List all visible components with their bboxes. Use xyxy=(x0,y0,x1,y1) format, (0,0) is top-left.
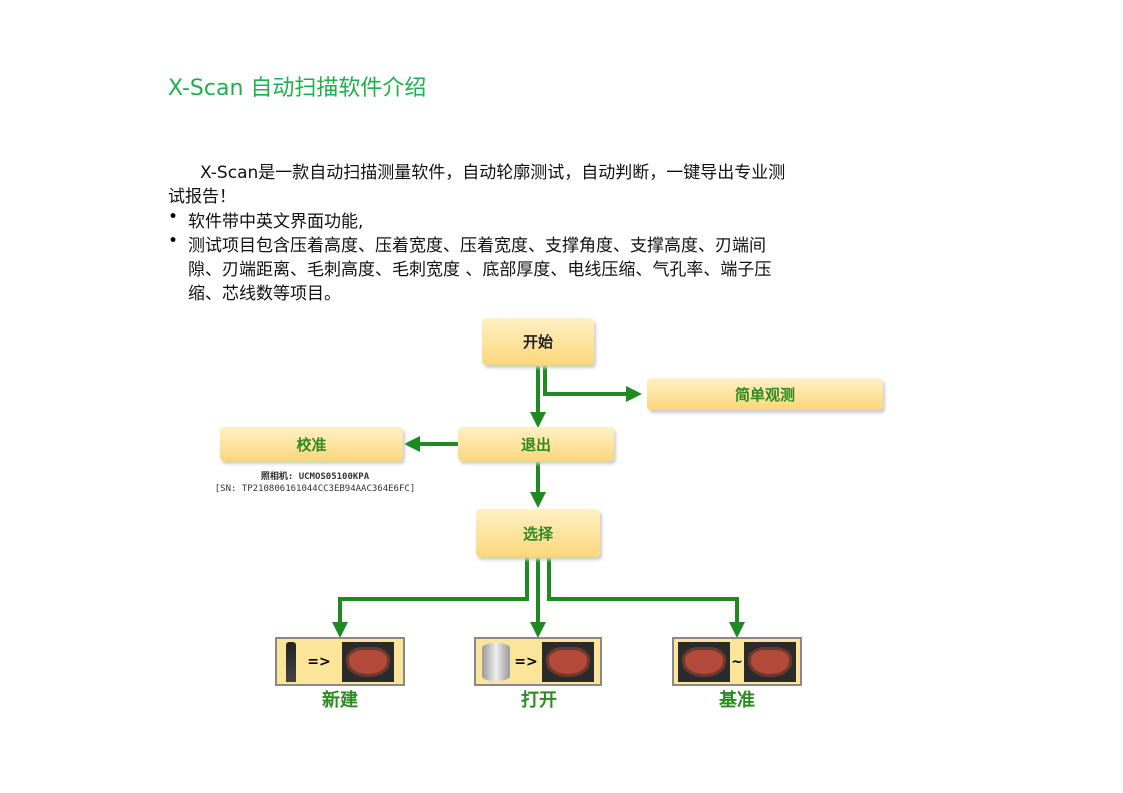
arrow-symbol: => xyxy=(307,653,331,670)
database-icon xyxy=(482,642,511,681)
bullet-text: 软件带中英文界面功能, xyxy=(188,212,364,232)
open-image: => xyxy=(474,637,602,686)
bullet-icon: • xyxy=(168,207,179,227)
page-title: X-Scan 自动扫描软件介绍 xyxy=(168,76,427,101)
new-image: => xyxy=(275,637,405,686)
bullet-text: 隙、刃端距离、毛刺高度、毛刺宽度 、底部厚度、电线压缩、气孔率、端子压 xyxy=(188,260,772,280)
crimp-scan-icon xyxy=(678,641,731,682)
node-start: 开始 xyxy=(482,318,594,365)
reference-image: ~ xyxy=(672,637,802,686)
arrow-select-reference xyxy=(547,558,745,638)
label-new: 新建 xyxy=(322,690,358,711)
crimp-scan-icon xyxy=(341,641,394,682)
crimp-scan-icon xyxy=(743,641,796,682)
camera-model: 照相机: UCMOS05100KPA xyxy=(260,472,370,482)
intro-line: 试报告！ xyxy=(168,187,236,207)
node-select: 选择 xyxy=(476,509,600,557)
node-simple-observe: 简单观测 xyxy=(647,378,883,410)
arrow-select-new xyxy=(332,558,529,638)
intro-line: X-Scan是一款自动扫描测量软件，自动轮廓测试，自动判断，一键导出专业测 xyxy=(200,163,786,183)
approx-symbol: ~ xyxy=(731,653,743,670)
camera-sn: [SN: TP210806161044CC3EB94AAC364E6FC] xyxy=(214,484,416,494)
label-reference: 基准 xyxy=(719,690,755,711)
arrow-start-simple xyxy=(543,366,642,402)
microscope-icon xyxy=(286,641,297,682)
bullet-text: 缩、芯线数等项目。 xyxy=(188,284,341,304)
node-calibrate: 校准 xyxy=(220,427,403,461)
node-exit: 退出 xyxy=(458,427,614,461)
bullet-text: 测试项目包含压着高度、压着宽度、压着宽度、支撑角度、支撑高度、刃端间 xyxy=(188,236,766,256)
arrow-symbol: => xyxy=(514,653,538,670)
bullet-icon: • xyxy=(168,231,179,251)
crimp-scan-icon xyxy=(541,641,594,682)
label-open: 打开 xyxy=(521,690,557,711)
